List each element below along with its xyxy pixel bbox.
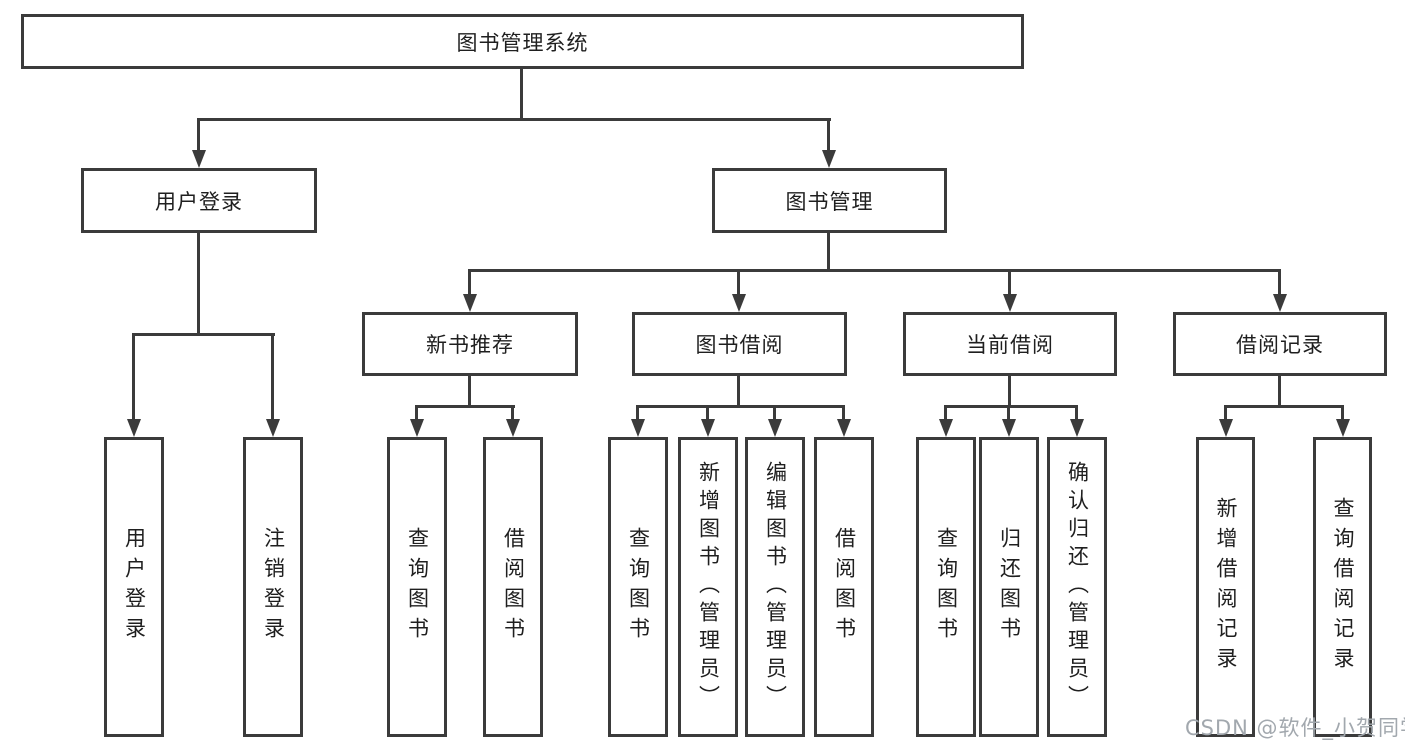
arrow-down-icon: [1336, 419, 1350, 437]
connector-line: [1278, 376, 1281, 408]
arrow-down-icon: [701, 419, 715, 437]
connector-line: [1008, 269, 1011, 296]
node-user-login: 用户登录: [81, 168, 317, 233]
connector-line: [197, 118, 200, 151]
arrow-down-icon: [768, 419, 782, 437]
node-book-management: 图书管理: [712, 168, 947, 233]
arrow-down-icon: [410, 419, 424, 437]
arrow-down-icon: [463, 294, 477, 312]
arrow-down-icon: [192, 150, 206, 168]
connector-line: [1007, 405, 1010, 422]
connector-line: [944, 405, 1078, 408]
node-leaf-query-book: 查询图书: [608, 437, 668, 737]
node-leaf-add-borrow-record: 新增借阅记录: [1196, 437, 1255, 737]
arrow-down-icon: [506, 419, 520, 437]
connector-line: [1008, 376, 1011, 408]
connector-line: [468, 376, 471, 408]
connector-line: [842, 405, 845, 422]
node-book-borrow: 图书借阅: [632, 312, 847, 376]
arrow-down-icon: [732, 294, 746, 312]
node-new-book-recommend: 新书推荐: [362, 312, 578, 376]
arrow-down-icon: [822, 150, 836, 168]
arrow-down-icon: [837, 419, 851, 437]
connector-line: [271, 333, 274, 421]
node-leaf-borrow-book-recommend: 借阅图书: [483, 437, 543, 737]
connector-line: [1224, 405, 1227, 422]
node-leaf-query-current: 查询图书: [916, 437, 976, 737]
connector-line: [132, 333, 135, 421]
connector-line: [1278, 269, 1281, 296]
connector-line: [636, 405, 639, 422]
connector-line: [773, 405, 776, 422]
connector-line: [197, 233, 200, 335]
arrow-down-icon: [1273, 294, 1287, 312]
connector-line: [1341, 405, 1344, 422]
connector-line: [511, 405, 514, 422]
node-root: 图书管理系统: [21, 14, 1024, 69]
arrow-down-icon: [1003, 294, 1017, 312]
connector-line: [520, 69, 523, 121]
arrow-down-icon: [1002, 419, 1016, 437]
node-current-borrow: 当前借阅: [903, 312, 1117, 376]
node-leaf-edit-book-admin: 编辑图书（管理员）: [745, 437, 805, 737]
node-leaf-query-book-recommend: 查询图书: [387, 437, 447, 737]
arrow-down-icon: [939, 419, 953, 437]
connector-line: [197, 118, 831, 121]
connector-line: [468, 269, 1281, 272]
connector-line: [1224, 405, 1344, 408]
connector-line: [737, 269, 740, 296]
connector-line: [827, 233, 830, 271]
connector-line: [827, 118, 830, 151]
arrow-down-icon: [1070, 419, 1084, 437]
node-leaf-confirm-return-admin: 确认归还（管理员）: [1047, 437, 1107, 737]
arrow-down-icon: [266, 419, 280, 437]
arrow-down-icon: [631, 419, 645, 437]
connector-line: [737, 376, 740, 408]
connector-line: [132, 333, 275, 336]
connector-line: [1075, 405, 1078, 422]
arrow-down-icon: [1219, 419, 1233, 437]
node-leaf-query-borrow-record: 查询借阅记录: [1313, 437, 1372, 737]
node-leaf-return-book: 归还图书: [979, 437, 1039, 737]
node-leaf-add-book-admin: 新增图书（管理员）: [678, 437, 738, 737]
connector-line: [706, 405, 709, 422]
connector-line: [944, 405, 947, 422]
arrow-down-icon: [127, 419, 141, 437]
connector-line: [468, 269, 471, 296]
watermark: CSDN @软件_小贺同学: [1185, 716, 1405, 740]
node-borrow-records: 借阅记录: [1173, 312, 1387, 376]
node-leaf-logout: 注销登录: [243, 437, 303, 737]
connector-line: [415, 405, 418, 422]
connector-line: [415, 405, 515, 408]
node-leaf-borrow-book: 借阅图书: [814, 437, 874, 737]
connector-line: [636, 405, 845, 408]
node-leaf-user-login: 用户登录: [104, 437, 164, 737]
